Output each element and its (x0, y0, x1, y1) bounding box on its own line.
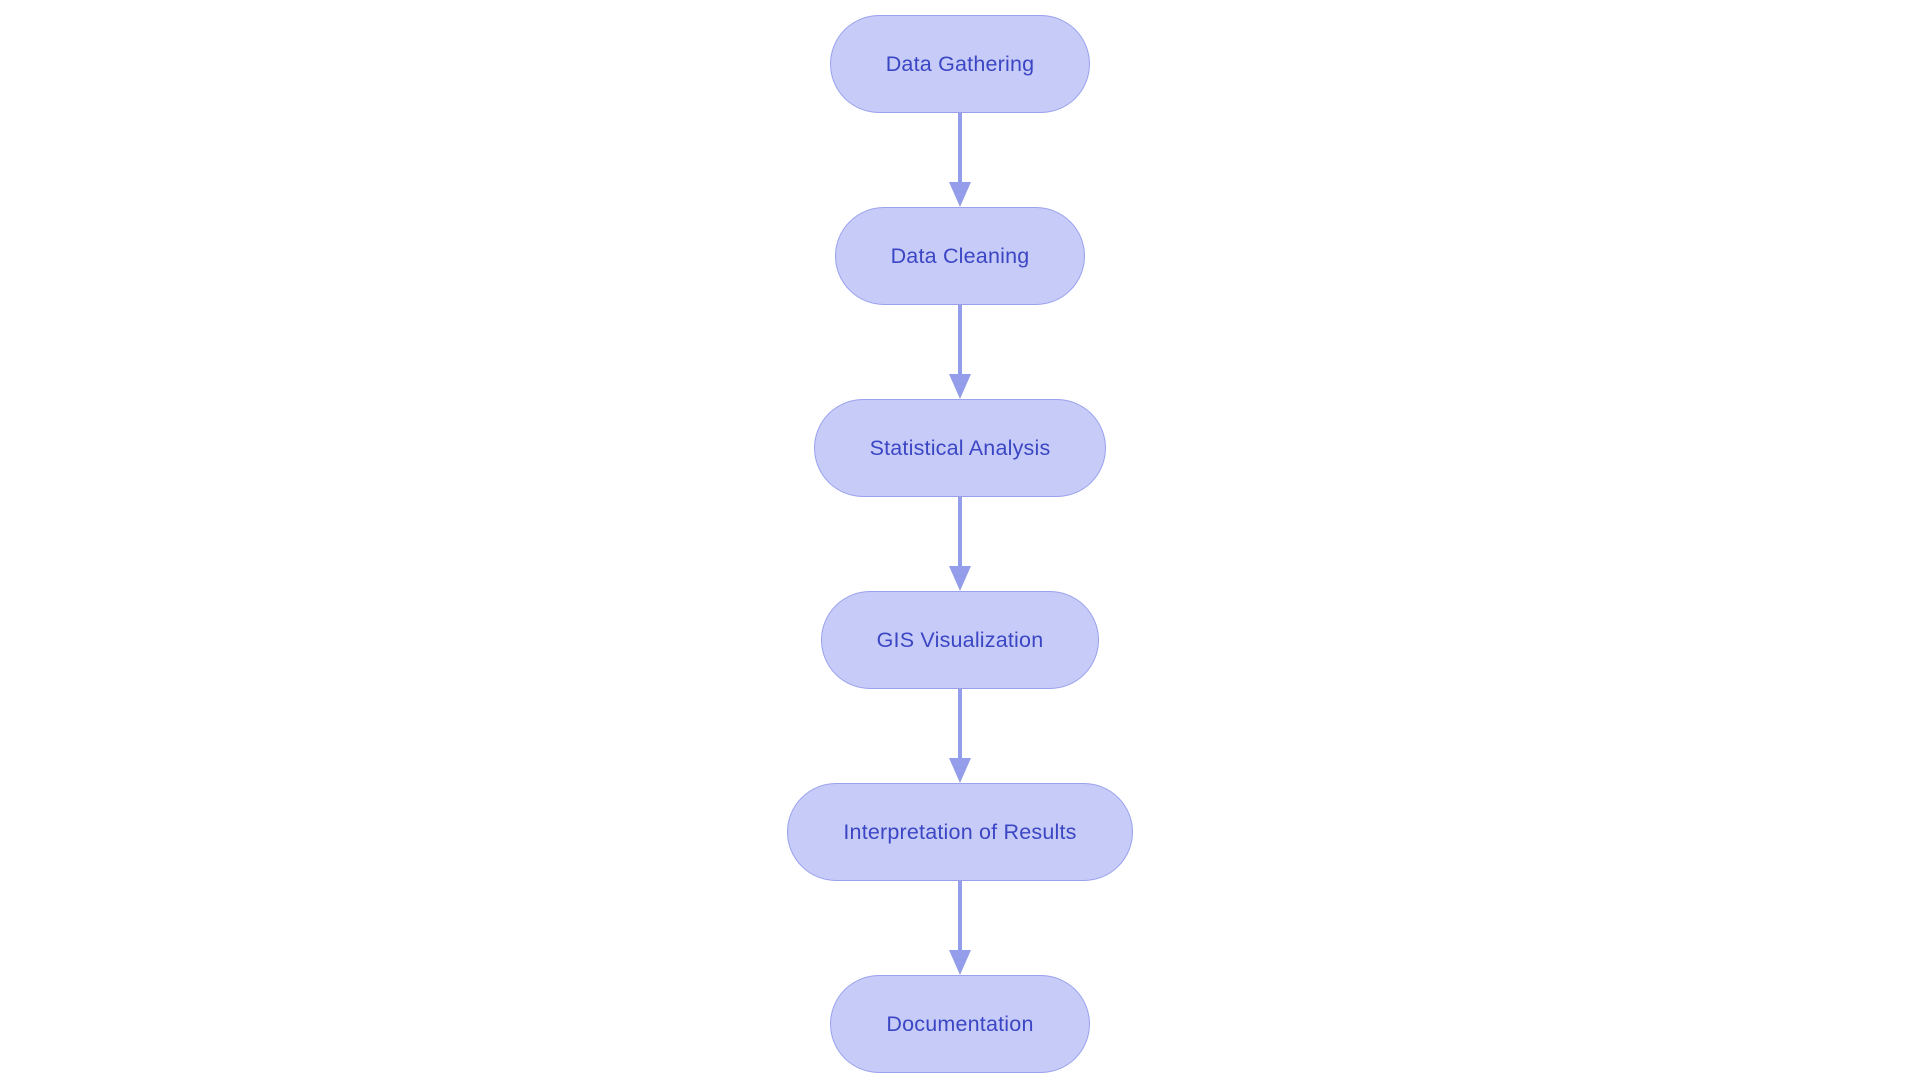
arrow-shaft (958, 305, 962, 374)
flow-node-data-gathering: Data Gathering (829, 15, 1091, 113)
arrow-head (949, 758, 971, 783)
arrow-head (949, 950, 971, 975)
arrow-head (949, 182, 971, 207)
arrow-down-icon (948, 113, 972, 207)
flow-node-gis-visualization: GIS Visualization (820, 591, 1100, 689)
arrow-down-icon (948, 497, 972, 591)
arrow-shaft (958, 113, 962, 182)
flow-node-interpretation-of-results: Interpretation of Results (787, 783, 1133, 881)
arrow-shaft (958, 497, 962, 566)
flow-node-documentation: Documentation (830, 975, 1090, 1073)
arrow-head (949, 566, 971, 591)
flow-node-statistical-analysis: Statistical Analysis (813, 399, 1107, 497)
arrow-head (949, 374, 971, 399)
arrow-down-icon (948, 881, 972, 975)
flow-node-data-cleaning: Data Cleaning (834, 207, 1086, 305)
arrow-shaft (958, 881, 962, 950)
flowchart-column: Data Gathering Data Cleaning Statistical… (0, 15, 1920, 1073)
arrow-shaft (958, 689, 962, 758)
arrow-down-icon (948, 305, 972, 399)
arrow-down-icon (948, 689, 972, 783)
